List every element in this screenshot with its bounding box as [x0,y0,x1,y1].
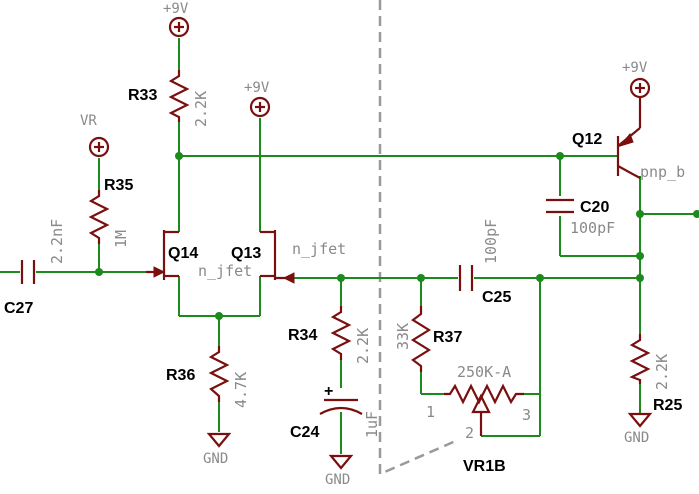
transistor-q12: Q12 pnp_b [572,124,685,181]
ground-symbol-r25: GND [624,412,653,446]
transistor-q13: Q13 n_jfet [231,230,346,284]
svg-text:R33: R33 [128,87,157,104]
svg-text:33K: 33K [394,323,412,350]
capacitor-c24: + C24 1uF [290,383,381,441]
resistor-r33: R33 2.2K [128,70,210,127]
svg-text:GND: GND [325,472,350,488]
resistor-r37: R37 33K [394,306,462,372]
power-symbol-vcc-q12: +9V [622,60,651,124]
power-symbol-vcc-r33: +9V [163,1,190,38]
junction-dots [95,152,699,320]
svg-text:+9V: +9V [622,60,648,76]
ground-symbol-c24: GND [325,454,354,488]
svg-text:100pF: 100pF [482,219,500,264]
svg-text:VR1B: VR1B [463,458,506,475]
svg-text:C24: C24 [290,424,319,441]
svg-text:R37: R37 [433,329,462,346]
svg-text:C25: C25 [482,289,511,306]
svg-text:R36: R36 [166,367,195,384]
svg-text:2: 2 [465,424,474,442]
ground-symbol-r36: GND [203,432,232,467]
capacitor-c27: C27 2.2nF [4,219,66,317]
svg-text:+9V: +9V [244,80,270,96]
svg-text:Q14: Q14 [168,245,198,262]
capacitor-c20: C20 100pF [546,198,615,237]
svg-text:C27: C27 [4,300,33,317]
svg-text:1: 1 [426,403,435,421]
wires [0,38,699,454]
svg-text:2.2K: 2.2K [354,328,372,364]
svg-text:1uF: 1uF [363,411,381,438]
svg-text:2.2K: 2.2K [192,91,210,127]
resistor-r34: R34 2.2K [288,306,372,364]
svg-text:R35: R35 [104,177,133,194]
svg-text:1M: 1M [112,230,130,248]
potentiometer-vr1b: 250K-A 1 2 3 VR1B [426,363,531,475]
svg-text:Q12: Q12 [572,131,602,148]
resistor-r36: R36 4.7K [166,346,250,408]
resistor-r25: R25 2.2K [629,334,682,414]
capacitor-c25: C25 100pF [458,219,511,306]
svg-text:R25: R25 [653,397,682,414]
svg-text:2.2nF: 2.2nF [48,219,66,264]
svg-text:+: + [324,383,333,400]
power-symbol-vcc-q13: +9V [244,80,271,118]
svg-text:250K-A: 250K-A [457,363,511,381]
svg-text:4.7K: 4.7K [232,372,250,408]
svg-text:GND: GND [203,451,228,467]
svg-text:C20: C20 [580,199,609,216]
boundary-dashed-line [378,0,459,476]
svg-text:Q13: Q13 [231,245,261,262]
svg-text:100pF: 100pF [570,219,615,237]
power-symbol-vr: VR [80,113,110,158]
svg-text:2.2K: 2.2K [653,354,671,390]
svg-text:3: 3 [522,406,531,424]
resistor-r35: R35 1M [88,177,133,248]
svg-text:pnp_b: pnp_b [640,163,685,181]
svg-text:VR: VR [80,113,97,129]
transistor-q14: Q14 n_jfet [146,230,252,280]
svg-text:+9V: +9V [163,1,189,17]
svg-text:n_jfet: n_jfet [292,240,346,258]
svg-text:R34: R34 [288,327,317,344]
svg-text:GND: GND [624,430,649,446]
svg-text:n_jfet: n_jfet [198,262,252,280]
